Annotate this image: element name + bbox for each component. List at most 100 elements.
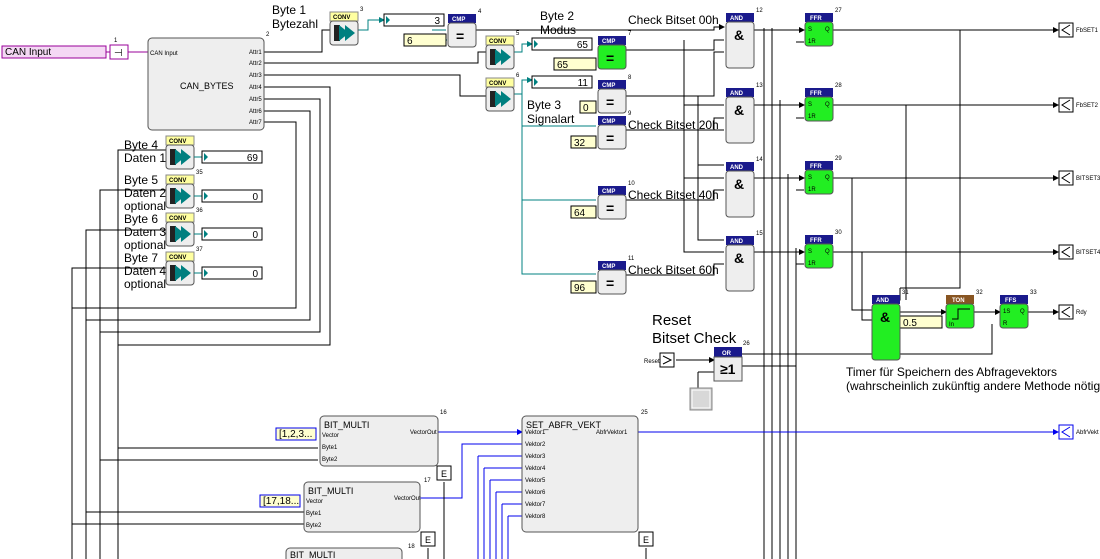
wire-conv6-out[interactable] xyxy=(514,77,533,95)
e-terminal-1[interactable]: E xyxy=(436,465,452,481)
conv-value-box[interactable] xyxy=(201,266,263,280)
output-bitset4[interactable]: BITSET4 xyxy=(1058,244,1100,260)
e-terminal-2[interactable]: E xyxy=(420,531,436,547)
bit-multi-17[interactable]: BIT_MULTI Vector Byte1 Byte2 VectorOut 1… xyxy=(259,478,431,533)
set-abfr-vekt-block[interactable]: SET_ABFR_VEKT AbfrVektor1 25 Vektor1Vekt… xyxy=(521,410,648,533)
const-0[interactable]: 0 xyxy=(579,100,597,114)
cmp-4[interactable]: CMP=4 xyxy=(447,9,482,48)
conv-value-box[interactable] xyxy=(201,189,263,203)
e-terminal-box[interactable] xyxy=(638,531,654,547)
output-connector[interactable] xyxy=(1058,22,1074,38)
e-terminal-box[interactable] xyxy=(420,531,436,547)
reset-push-button[interactable] xyxy=(689,387,713,411)
wire-cmp11-and15[interactable] xyxy=(626,263,724,276)
constant-box[interactable] xyxy=(570,135,597,149)
bit-multi-18-body[interactable] xyxy=(285,547,403,559)
conv-value-box[interactable] xyxy=(201,227,263,241)
const-96[interactable]: 96 xyxy=(570,280,597,294)
can-input-terminal[interactable]: CAN Input ⊣ 1 xyxy=(1,38,129,60)
and-body[interactable] xyxy=(725,21,755,69)
wire-conv5-out[interactable] xyxy=(514,41,533,53)
cmp-body[interactable] xyxy=(597,269,627,295)
cmp-body[interactable] xyxy=(447,22,477,48)
wire-conv6-branch[interactable] xyxy=(521,94,596,275)
wire-cmp7-and12[interactable] xyxy=(626,39,724,51)
output-abfrvekt[interactable]: AbfrVekt xyxy=(1058,424,1099,440)
const-6[interactable]: 6 xyxy=(403,33,447,47)
wire-bitmulti17-out[interactable] xyxy=(420,443,522,499)
cmp-body[interactable] xyxy=(597,88,627,114)
constant-box[interactable] xyxy=(403,33,447,47)
conv-value-box[interactable] xyxy=(201,150,263,164)
ton-body[interactable] xyxy=(945,303,975,329)
and-body[interactable] xyxy=(871,303,901,361)
wire-cmp9-and13[interactable] xyxy=(626,117,724,131)
const-32[interactable]: 32 xyxy=(570,135,597,149)
value-box[interactable] xyxy=(383,13,445,27)
ffr-body[interactable] xyxy=(804,169,834,195)
can-bytes-body[interactable] xyxy=(147,37,265,131)
reset-input-terminal[interactable]: Reset xyxy=(644,352,675,368)
and-14[interactable]: AND&14 xyxy=(725,157,763,218)
can-input-field[interactable] xyxy=(1,45,107,59)
value-conv6[interactable]: 11 xyxy=(531,75,593,89)
wire-cmp4-and12[interactable] xyxy=(476,24,725,31)
wire-attr2[interactable] xyxy=(264,51,486,64)
const-65[interactable]: 65 xyxy=(553,57,597,71)
wire-cmp8-and12[interactable] xyxy=(626,51,724,97)
wire-conv3-out[interactable] xyxy=(358,17,385,31)
wire-cmp10-and14[interactable] xyxy=(626,189,724,201)
or-body[interactable] xyxy=(713,356,743,382)
and-15[interactable]: AND&15 xyxy=(725,231,763,292)
cmp-8[interactable]: CMP=8 xyxy=(597,75,632,114)
bit-multi-16-body[interactable] xyxy=(319,415,439,467)
value-box[interactable] xyxy=(531,75,593,89)
const-64[interactable]: 64 xyxy=(570,205,597,219)
cmp-7[interactable]: CMP=7 xyxy=(597,31,632,70)
cmp-body[interactable] xyxy=(597,194,627,220)
wire-attr6[interactable] xyxy=(85,110,311,321)
wire-attr3[interactable] xyxy=(264,74,486,97)
wire-attr5[interactable] xyxy=(99,98,321,333)
and-13[interactable]: AND&13 xyxy=(725,83,763,144)
cmp-10[interactable]: CMP=10 xyxy=(597,181,635,220)
set-abfr-vekt-body[interactable] xyxy=(521,415,639,533)
output-bitset3[interactable]: BITSET3 xyxy=(1058,170,1100,186)
bit-multi-18[interactable]: BIT_MULTI 18 xyxy=(285,544,415,559)
constant-box[interactable] xyxy=(570,280,597,294)
value-conv3[interactable]: 3 xyxy=(383,13,445,27)
output-connector[interactable] xyxy=(1058,424,1074,440)
can-input-connector[interactable] xyxy=(109,44,129,60)
value-box[interactable] xyxy=(531,37,593,51)
ffr-body[interactable] xyxy=(804,243,834,269)
cmp-9[interactable]: CMP=9 xyxy=(597,111,632,150)
const-0-5[interactable]: 0.5 xyxy=(899,315,943,329)
can-bytes-block[interactable]: CAN Input CAN_BYTES 2 Attr1Attr2Attr3Att… xyxy=(147,32,270,131)
wire-attr4[interactable] xyxy=(117,86,331,346)
e-terminal-3[interactable]: E xyxy=(638,531,654,547)
e-terminal-box[interactable] xyxy=(436,465,452,481)
const-vector-2[interactable] xyxy=(259,494,301,508)
constant-box[interactable] xyxy=(553,57,597,71)
value-conv5[interactable]: 65 xyxy=(531,37,593,51)
output-rdy[interactable]: Rdy xyxy=(1058,304,1087,320)
and-31[interactable]: AND&31 xyxy=(871,290,909,361)
cmp-11[interactable]: CMP=11 xyxy=(597,256,635,295)
ffr-body[interactable] xyxy=(804,96,834,122)
ffr-body[interactable] xyxy=(804,21,834,47)
ffs-body[interactable] xyxy=(999,303,1029,329)
and-body[interactable] xyxy=(725,244,755,292)
and-body[interactable] xyxy=(725,170,755,218)
bit-multi-16[interactable]: BIT_MULTI Vector Byte1 Byte2 VectorOut 1… xyxy=(275,410,447,467)
